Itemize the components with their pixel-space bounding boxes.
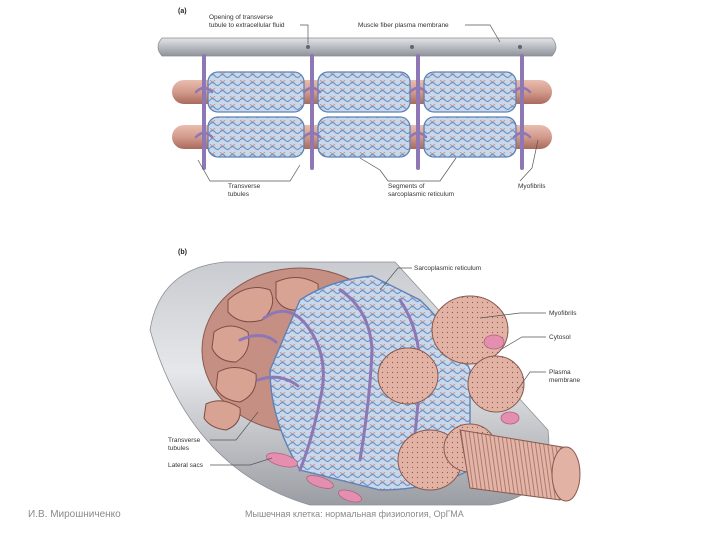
label-lateral-sacs: Lateral sacs xyxy=(168,462,204,469)
label-sarcoplasmic-reticulum: Sarcoplasmic reticulum xyxy=(414,265,481,272)
label-transverse-b-1: Transverse xyxy=(168,437,201,444)
label-plasma-1: Plasma xyxy=(549,369,571,376)
label-transverse-a-1: Transverse xyxy=(228,183,261,190)
panel-b: (b) xyxy=(150,249,580,505)
label-opening-2: tubule to extracellular fluid xyxy=(209,22,285,29)
label-cytosol: Cytosol xyxy=(549,334,571,341)
plasma-membrane-sheet xyxy=(158,38,556,56)
footer-author: И.В. Мирошниченко xyxy=(28,509,121,520)
label-opening-1: Opening of transverse xyxy=(209,14,273,21)
label-muscle-fiber-plasma-membrane: Muscle fiber plasma membrane xyxy=(358,22,449,29)
panel-a: (a) xyxy=(158,8,556,198)
label-transverse-b-2: tubules xyxy=(168,445,190,452)
sr-segments-top xyxy=(208,72,516,112)
footer-center-text: Мышечная клетка: нормальная физиология, … xyxy=(245,509,464,519)
label-segments-1: Segments of xyxy=(388,183,425,190)
panel-b-tag: (b) xyxy=(178,249,187,256)
label-plasma-2: membrane xyxy=(549,377,580,384)
sr-segments-bottom xyxy=(208,117,516,157)
label-transverse-a-2: tubules xyxy=(228,191,250,198)
panel-a-tag: (a) xyxy=(178,8,187,15)
label-segments-2: sarcoplasmic reticulum xyxy=(388,191,454,198)
label-myofibrils-b: Myofibrils xyxy=(549,310,577,317)
label-myofibrils-a: Myofibrils xyxy=(518,183,546,190)
